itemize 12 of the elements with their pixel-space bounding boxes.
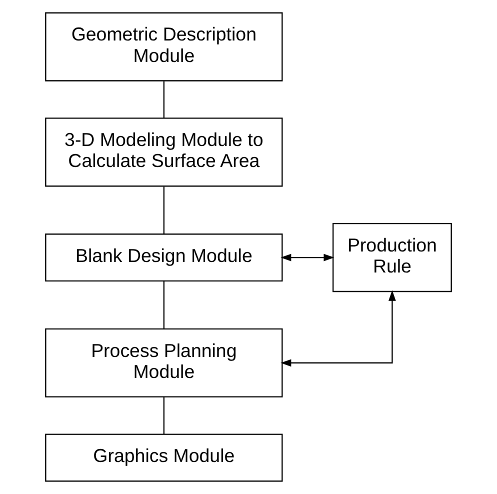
arrow bbox=[280, 290, 396, 367]
node-box: Process Planning Module bbox=[45, 328, 283, 398]
node-box: Graphics Module bbox=[45, 434, 283, 482]
connector bbox=[163, 281, 164, 329]
connector bbox=[163, 81, 164, 118]
node-box: Geometric Description Module bbox=[45, 12, 283, 82]
node-box: Blank Design Module bbox=[45, 234, 283, 282]
connector bbox=[163, 397, 164, 434]
connector bbox=[163, 186, 164, 234]
node-box: Production Rule bbox=[332, 223, 452, 292]
node-box: 3-D Modeling Module to Calculate Surface Area bbox=[45, 118, 283, 187]
arrow bbox=[280, 254, 334, 262]
